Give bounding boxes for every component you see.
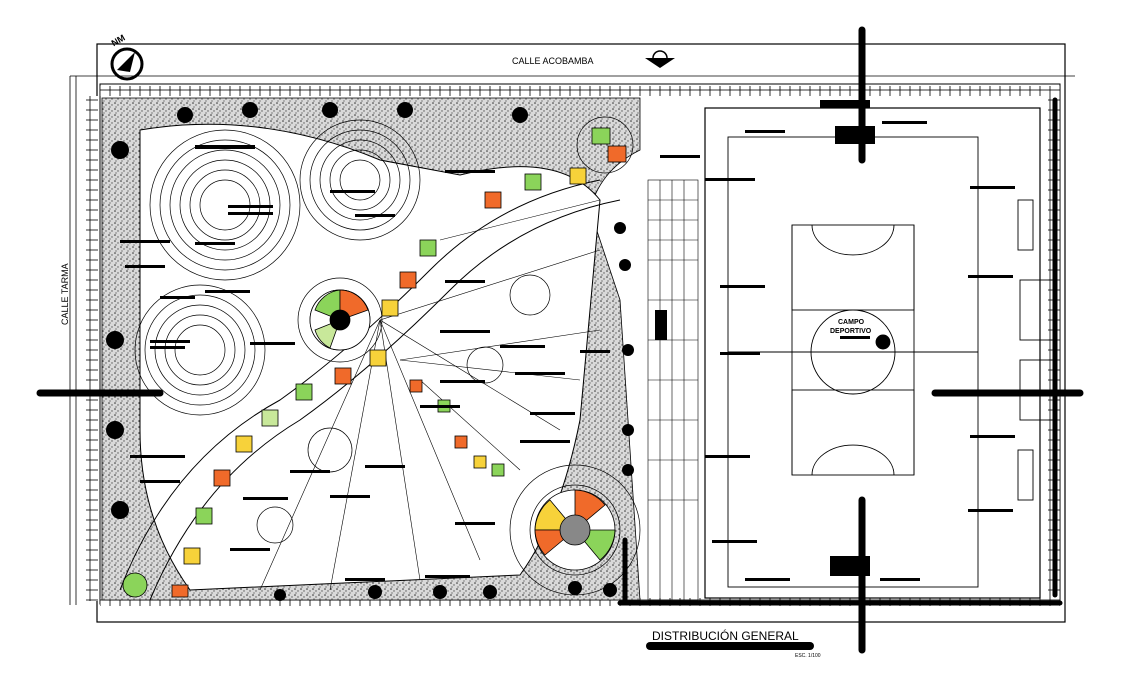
colored-rotundas [122, 289, 616, 598]
colored-pathway [119, 127, 627, 601]
goal-blocks [655, 100, 875, 576]
field-name-line1: CAMPO [838, 319, 865, 326]
section-marker-icon [645, 50, 675, 68]
street-label-west: CALLE TARMA [60, 263, 70, 325]
scale-label: ESC. 1/100 [795, 653, 821, 659]
field-name-line2: DEPORTIVO [830, 328, 872, 335]
trees [106, 102, 634, 601]
bleachers [647, 179, 699, 601]
section-cut-lines [36, 26, 1084, 654]
north-symbol-label: NM [110, 33, 127, 49]
annotation-labels [120, 121, 1015, 581]
sheet-title: DISTRIBUCIÓN GENERAL [652, 628, 799, 643]
street-label-north: CALLE ACOBAMBA [512, 56, 594, 66]
north-arrow-icon [110, 47, 144, 81]
